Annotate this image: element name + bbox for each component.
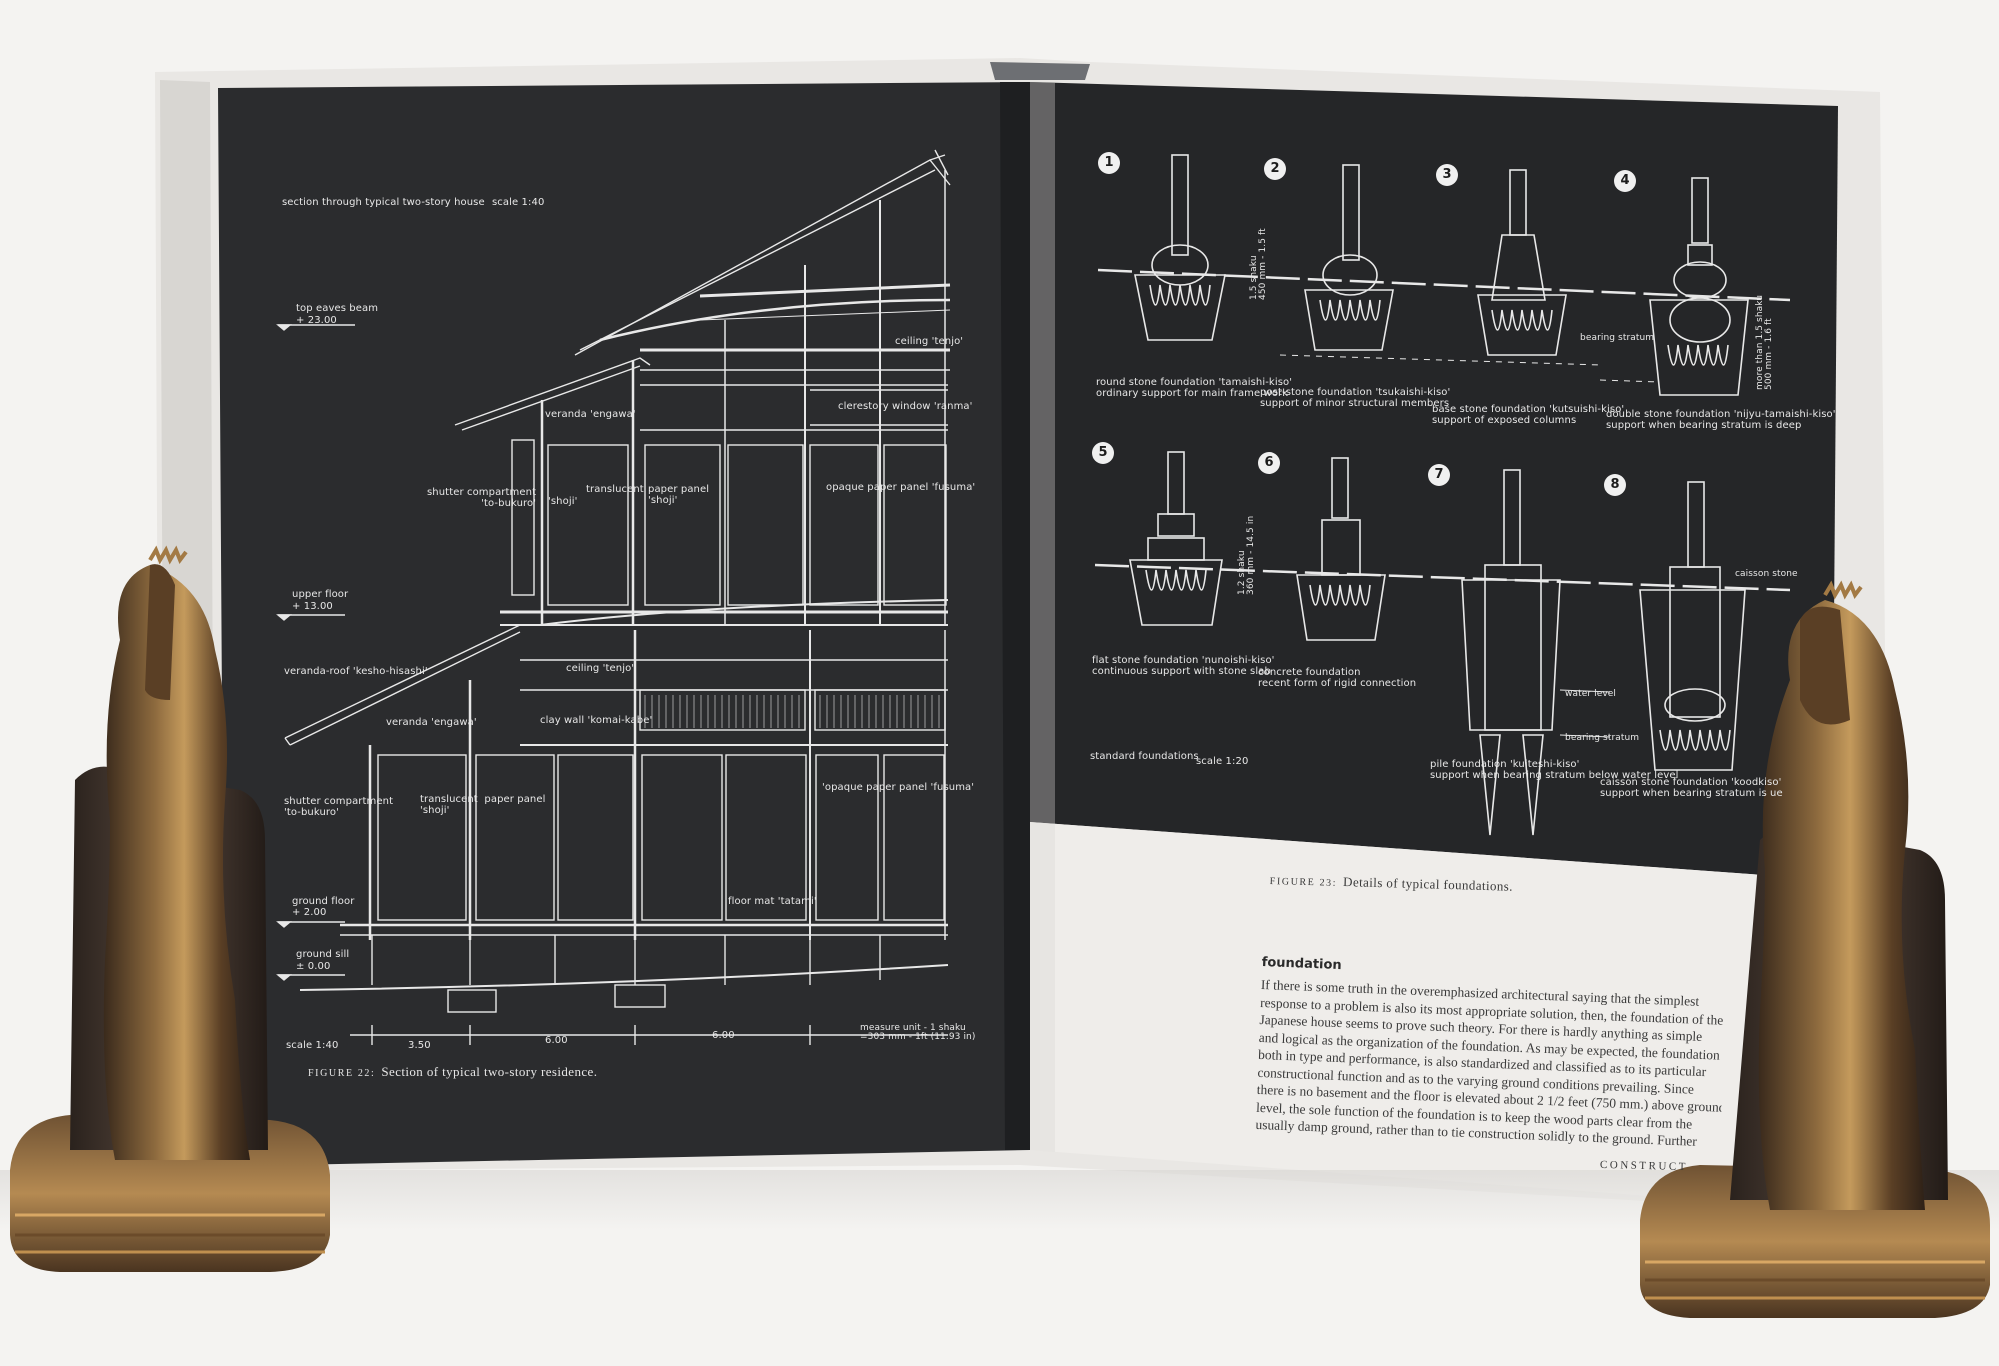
label-water-level: water level — [1565, 689, 1617, 699]
right-bookend — [1640, 580, 1990, 1318]
section-drawing — [276, 149, 951, 1045]
label-veranda-engawa: veranda 'engawa' — [545, 409, 636, 420]
label-standard-foundations: standard foundations — [1090, 751, 1199, 762]
caption-f8: caisson stone foundation 'koodkiso' supp… — [1600, 777, 1783, 799]
label-ground-sill-val: ± 0.00 — [296, 961, 331, 972]
label-paper-panel-shoji: paper panel 'shoji' — [648, 484, 710, 506]
dim-label-a: 1.5 shaku 450 mm - 1.5 ft — [1249, 228, 1269, 300]
figure-22-caption: FIGURE 22: Section of typical two-story r… — [308, 1064, 597, 1080]
section-title: section through typical two-story house — [282, 197, 485, 208]
running-head: CONSTRUCT — [1599, 1158, 1689, 1174]
fig-number-2: 2 — [1264, 158, 1286, 180]
lattice-hatch — [644, 695, 940, 728]
caption-f1: round stone foundation 'tamaishi-kiso' o… — [1096, 377, 1293, 399]
label-caisson-stone: caisson stone — [1735, 569, 1798, 579]
label-foundation-scale: scale 1:20 — [1196, 756, 1249, 767]
caption-f2: post-stone foundation 'tsukaishi-kiso' s… — [1260, 387, 1451, 409]
figure-22-text: Section of typical two-story residence. — [381, 1064, 598, 1079]
fig-number-5: 5 — [1092, 442, 1114, 464]
foundation-text: foundation If there is some truth in the… — [1255, 955, 1727, 1151]
left-bookend — [10, 545, 330, 1272]
fig-number-7: 7 — [1428, 464, 1450, 486]
dim-label-b: 1.2 shaku 360 mm - 14.5 in — [1237, 515, 1257, 595]
label-top-eaves: top eaves beam — [296, 303, 379, 314]
label-clay-wall: clay wall 'komai-kabe' — [540, 715, 653, 726]
label-bearing-stratum-2: bearing stratum — [1565, 733, 1640, 743]
label-veranda-engawa-2: veranda 'engawa' — [386, 717, 477, 728]
fig-number-6: 6 — [1258, 452, 1280, 474]
label-floor-mat: floor mat 'tatami' — [728, 896, 817, 907]
figure-22-number: FIGURE 22: — [308, 1068, 376, 1079]
label-veranda-roof: veranda-roof 'kesho-hisashi' — [284, 666, 428, 677]
caption-f3: base stone foundation 'kutsuishi-kiso' s… — [1432, 404, 1625, 426]
dim-2: 6.00 — [545, 1035, 568, 1046]
label-scale-bottom: scale 1:40 — [286, 1040, 339, 1051]
fig-number-8: 8 — [1604, 474, 1626, 496]
dim-1: 3.50 — [408, 1040, 431, 1051]
label-translucent: translucent — [586, 484, 644, 495]
fig-number-3: 3 — [1436, 164, 1458, 186]
caption-f7: pile foundation 'kuiteshi-kiso' support … — [1430, 759, 1679, 781]
fig-number-4: 4 — [1614, 170, 1636, 192]
label-shoji: 'shoji' — [548, 496, 578, 507]
label-bearing-stratum: bearing stratum — [1580, 333, 1655, 343]
label-ground-floor: ground floor — [292, 896, 355, 907]
label-upper-floor: upper floor — [292, 589, 349, 600]
caption-f4: double stone foundation 'nijyu-tamaishi-… — [1606, 409, 1836, 431]
caption-f6: concrete foundation recent form of rigid… — [1258, 667, 1417, 689]
dim-label-c: more than 1.5 shaku 500 mm - 1.6 ft — [1755, 294, 1775, 390]
section-scale: scale 1:40 — [492, 197, 545, 208]
label-clerestory: clerestory window 'ranma' — [838, 401, 973, 412]
dim-3: 6.00 — [712, 1030, 735, 1041]
label-top-eaves-val: + 23.00 — [296, 315, 337, 326]
label-ceiling-tenjo-2: ceiling 'tenjo' — [566, 663, 635, 674]
fig-number-1: 1 — [1098, 152, 1120, 174]
label-shutter-compartment: shutter compartment 'to-bukuro' — [427, 487, 537, 509]
label-ground-floor-val: + 2.00 — [292, 907, 327, 918]
label-upper-floor-val: + 13.00 — [292, 601, 333, 612]
label-shutter-compartment-2: shutter compartment 'to-bukuro' — [284, 796, 394, 818]
label-ground-sill: ground sill — [296, 949, 350, 960]
caption-f5: flat stone foundation 'nunoishi-kiso' co… — [1092, 655, 1275, 677]
label-ceiling-tenjo: ceiling 'tenjo' — [895, 336, 964, 347]
label-opaque-fusuma: opaque paper panel 'fusuma' — [826, 482, 976, 493]
label-opaque-fusuma-2: 'opaque paper panel 'fusuma' — [822, 782, 975, 793]
foundations-drawing — [1094, 154, 1791, 836]
figure-23-number: FIGURE 23: — [1269, 875, 1338, 889]
label-translucent-2: translucent paper panel 'shoji' — [420, 794, 546, 816]
label-measure-unit: measure unit - 1 shaku =303 mm - 1ft (11… — [860, 1023, 976, 1043]
